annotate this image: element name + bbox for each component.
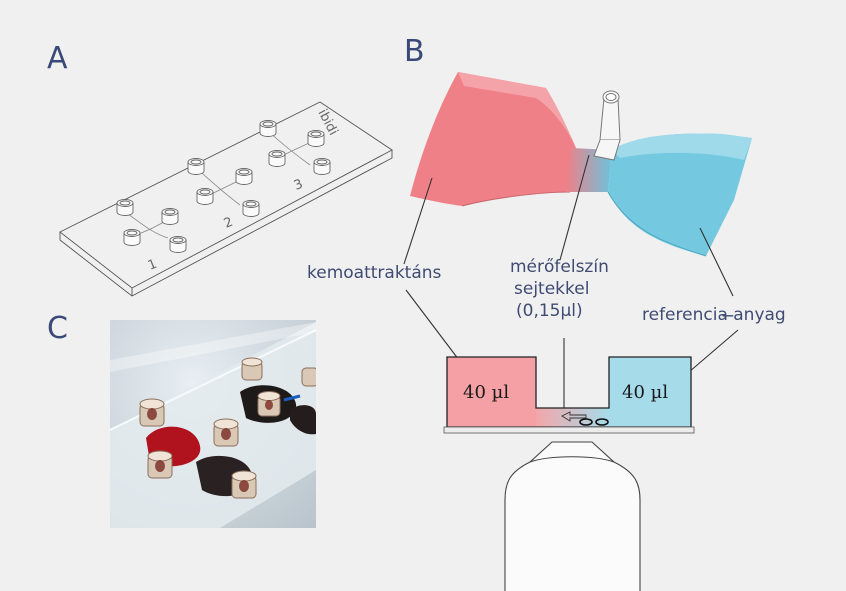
label-observation-cells: sejtekkel: [514, 279, 589, 299]
chip-drawing: 1 2 3 ibidi: [59, 101, 393, 297]
right-volume: 40 µl: [622, 382, 668, 403]
channel-fill: [536, 408, 609, 427]
label-observation-area: mérőfelszín: [510, 257, 609, 277]
well: [268, 150, 286, 167]
reference-reservoir-top: [612, 133, 752, 160]
inlet-port: [593, 90, 621, 161]
panel-label-a: A: [47, 41, 68, 76]
chip-top-face: [59, 101, 393, 289]
observation-channel: [566, 148, 612, 192]
coverslip: [443, 426, 695, 434]
reference-reservoir: [608, 133, 752, 256]
chip-photo: [110, 320, 316, 528]
chip-channel-number-2: 2: [222, 215, 235, 232]
well: [307, 130, 325, 147]
chemoattractant-reservoir: [410, 72, 576, 206]
well: [259, 120, 277, 137]
left-volume: 40 µl: [463, 382, 509, 403]
chip-wells: [116, 120, 331, 253]
objective-lens: [504, 441, 641, 591]
panel-label-c: C: [47, 311, 68, 346]
well: [123, 229, 141, 246]
well: [235, 168, 253, 185]
well: [313, 158, 331, 175]
well: [161, 208, 179, 225]
chip-channels: [124, 130, 317, 239]
cell: [579, 418, 593, 426]
chip-channel-number-3: 3: [292, 177, 305, 194]
cell: [595, 418, 609, 426]
well: [187, 158, 205, 175]
label-chemoattractant: kemoattraktáns: [307, 263, 442, 283]
chamber-3d: [410, 72, 752, 257]
chemoattractant-reservoir-top: [458, 72, 576, 148]
right-well-fill: [609, 357, 691, 427]
leader-lines: [403, 154, 739, 412]
well: [169, 236, 187, 253]
left-well-fill: [447, 357, 536, 427]
panel-label-b: B: [404, 34, 425, 69]
well: [116, 199, 134, 216]
label-observation-volume: (0,15µl): [516, 301, 583, 321]
well: [242, 200, 260, 217]
chip-channel-number-1: 1: [146, 257, 159, 274]
cross-section: 40 µl 40 µl: [443, 356, 695, 591]
label-reference: referencia ̶anyag: [642, 305, 786, 325]
diffusion-arrow: [561, 411, 587, 422]
well: [196, 188, 214, 205]
